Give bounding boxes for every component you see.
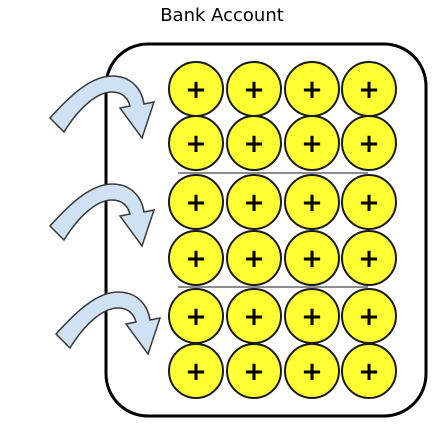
plus-sign: +: [185, 129, 207, 159]
coin-circle: [226, 230, 282, 286]
coin: +: [284, 288, 340, 344]
coin: +: [168, 288, 224, 344]
coin-circle: [341, 174, 397, 230]
coin: +: [284, 115, 340, 171]
coin: +: [226, 343, 282, 399]
coin: +: [341, 115, 397, 171]
coin: +: [284, 230, 340, 286]
plus-sign: +: [185, 188, 207, 218]
plus-sign: +: [243, 129, 265, 159]
coin: +: [284, 343, 340, 399]
coin-grid: + + + + + + + + + + + + + + + + + + + + + + + +: [168, 61, 397, 399]
coin: +: [168, 174, 224, 230]
plus-sign: +: [243, 75, 265, 105]
coin: +: [168, 115, 224, 171]
plus-sign: +: [185, 302, 207, 332]
plus-sign: +: [301, 302, 323, 332]
deposit-arrow-icon: [48, 75, 156, 140]
coin: +: [168, 343, 224, 399]
plus-sign: +: [185, 357, 207, 387]
coin-circle: [341, 343, 397, 399]
plus-sign: +: [358, 129, 380, 159]
plus-sign: +: [301, 75, 323, 105]
coin-circle: [226, 115, 282, 171]
coin: +: [284, 61, 340, 117]
coin-circle: [226, 174, 282, 230]
coin: +: [226, 288, 282, 344]
plus-sign: +: [243, 357, 265, 387]
coin-circle: [226, 343, 282, 399]
coin-circle: [284, 115, 340, 171]
plus-sign: +: [358, 188, 380, 218]
plus-sign: +: [358, 302, 380, 332]
coin: +: [168, 230, 224, 286]
coin-circle: [168, 115, 224, 171]
coin-circle: [168, 230, 224, 286]
coin-circle: [284, 343, 340, 399]
coin-circle: [341, 115, 397, 171]
plus-sign: +: [358, 244, 380, 274]
group-dividers: [178, 172, 368, 288]
coin: +: [341, 230, 397, 286]
plus-sign: +: [301, 129, 323, 159]
coin-circle: [284, 230, 340, 286]
diagram-title: Bank Account: [160, 5, 284, 26]
deposit-arrow-icon: [48, 183, 156, 248]
deposit-arrows: [48, 75, 162, 356]
coin: +: [341, 343, 397, 399]
coin: +: [341, 61, 397, 117]
coin: +: [226, 115, 282, 171]
plus-sign: +: [185, 75, 207, 105]
plus-sign: +: [243, 244, 265, 274]
coin: +: [226, 61, 282, 117]
coin-circle: [168, 174, 224, 230]
coin-circle: [341, 230, 397, 286]
coin: +: [226, 230, 282, 286]
plus-sign: +: [301, 244, 323, 274]
coin: +: [341, 174, 397, 230]
plus-sign: +: [185, 244, 207, 274]
coin: +: [284, 174, 340, 230]
coin-circle: [168, 343, 224, 399]
plus-sign: +: [243, 302, 265, 332]
coin: +: [226, 174, 282, 230]
coin-circle: [284, 174, 340, 230]
coin: +: [341, 288, 397, 344]
plus-sign: +: [358, 75, 380, 105]
deposit-arrow-icon: [54, 291, 162, 356]
plus-sign: +: [358, 357, 380, 387]
coin: +: [168, 61, 224, 117]
plus-sign: +: [301, 357, 323, 387]
plus-sign: +: [301, 188, 323, 218]
plus-sign: +: [243, 188, 265, 218]
